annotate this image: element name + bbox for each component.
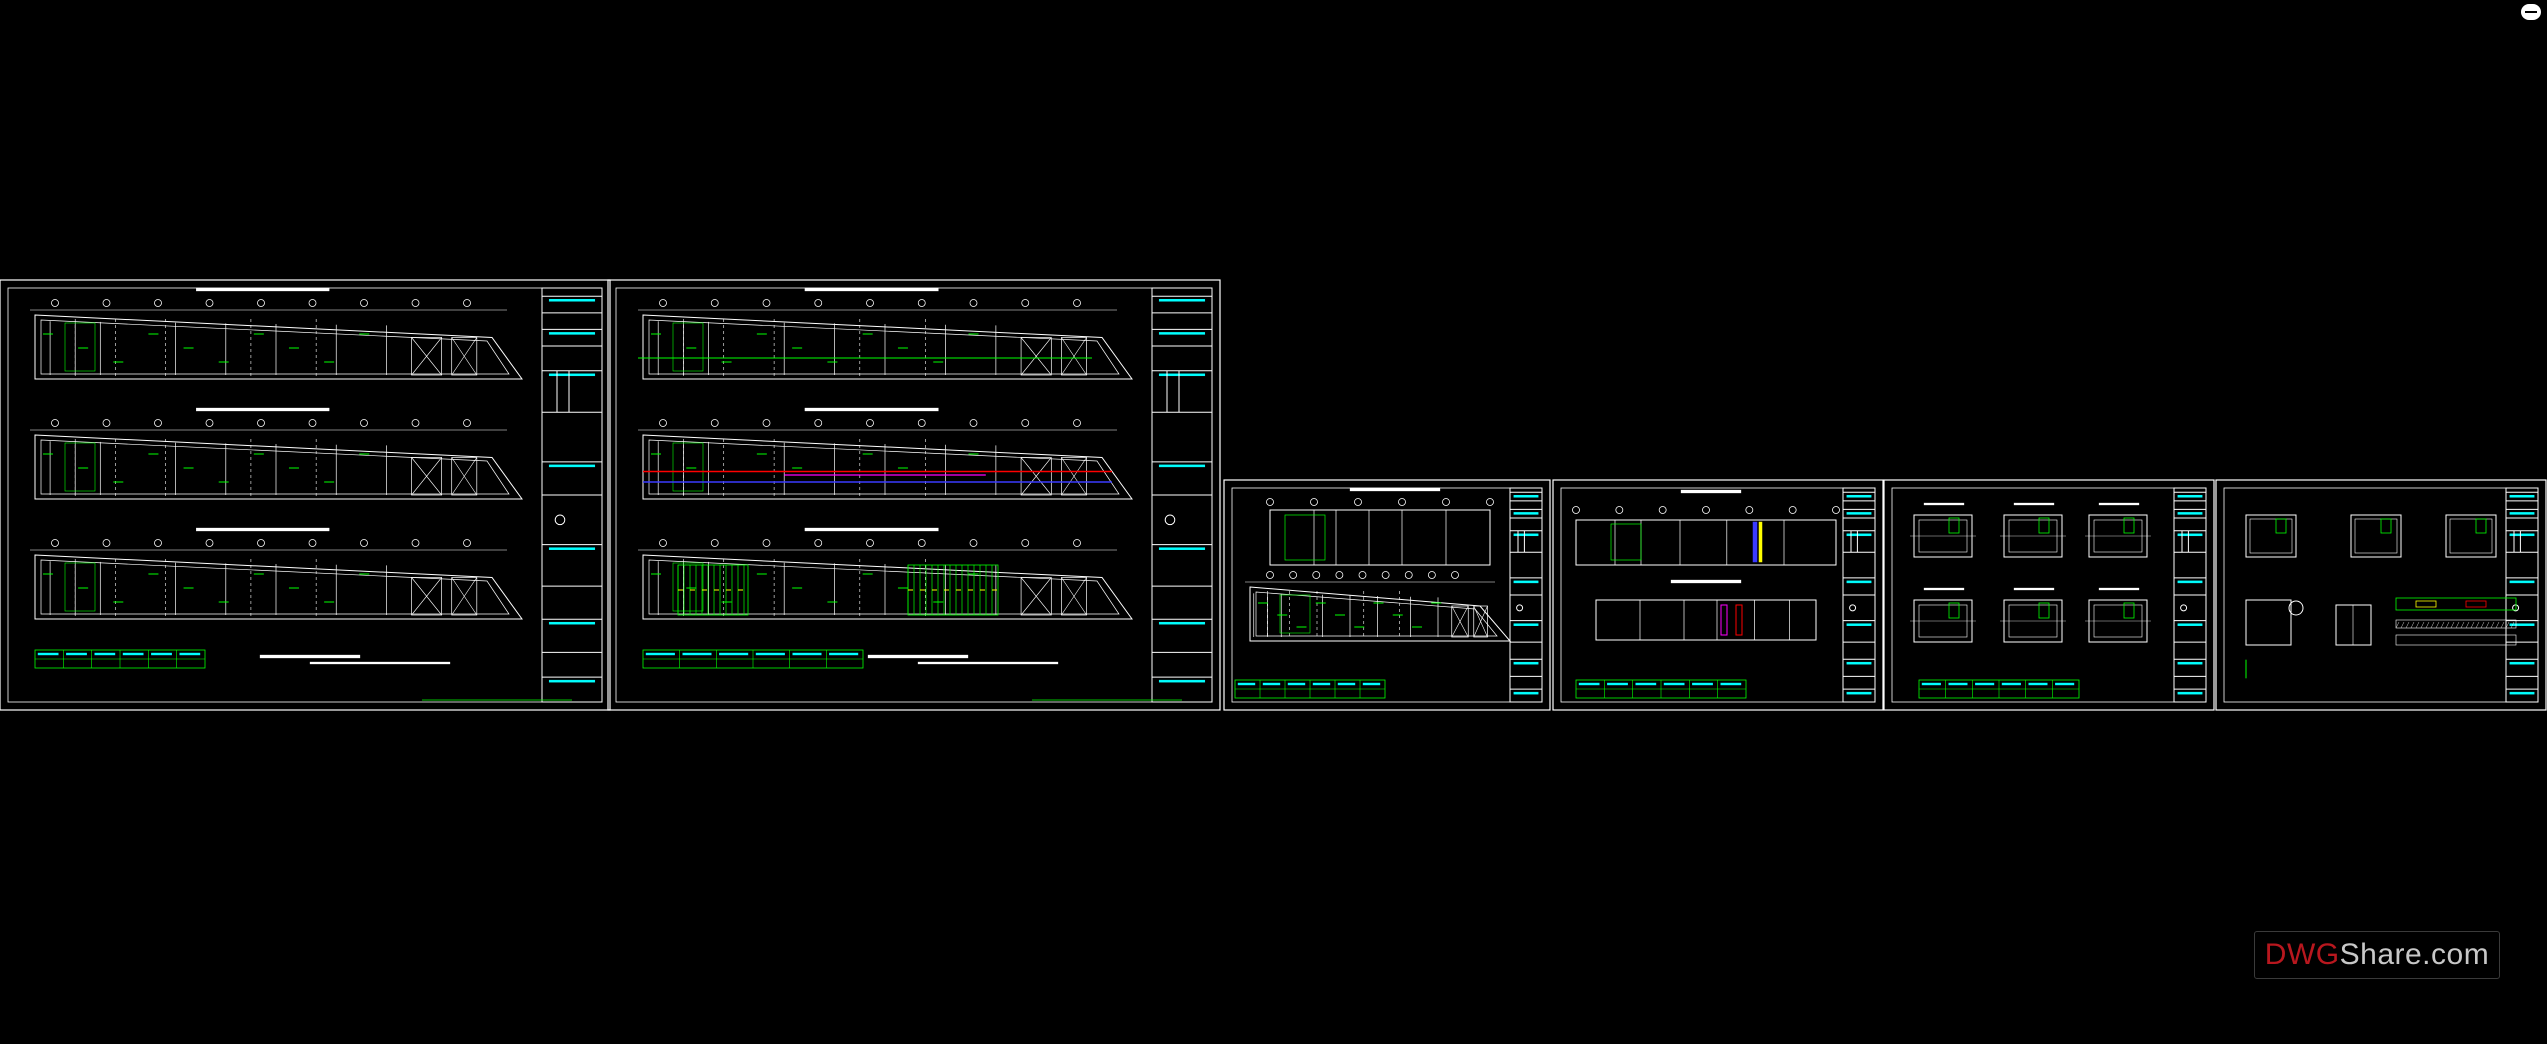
sheet-2-drawing: [638, 288, 1182, 700]
sheet-2: [608, 280, 1220, 710]
sheet-4: [1553, 480, 1883, 710]
sheet-3: [1224, 480, 1550, 710]
watermark-brand-gray: Share.com: [2340, 938, 2490, 972]
watermark-brand-red: DWG: [2265, 938, 2340, 972]
sheet-5-drawing: [1910, 503, 2151, 698]
sheet-3-drawing: [1235, 488, 1510, 698]
minimize-button[interactable]: [2521, 4, 2541, 20]
sheet-1-drawing: [30, 288, 572, 700]
sheet-6-drawing: [2246, 515, 2516, 678]
minus-icon: [2525, 11, 2537, 13]
sheet-4-drawing: [1573, 490, 1840, 698]
